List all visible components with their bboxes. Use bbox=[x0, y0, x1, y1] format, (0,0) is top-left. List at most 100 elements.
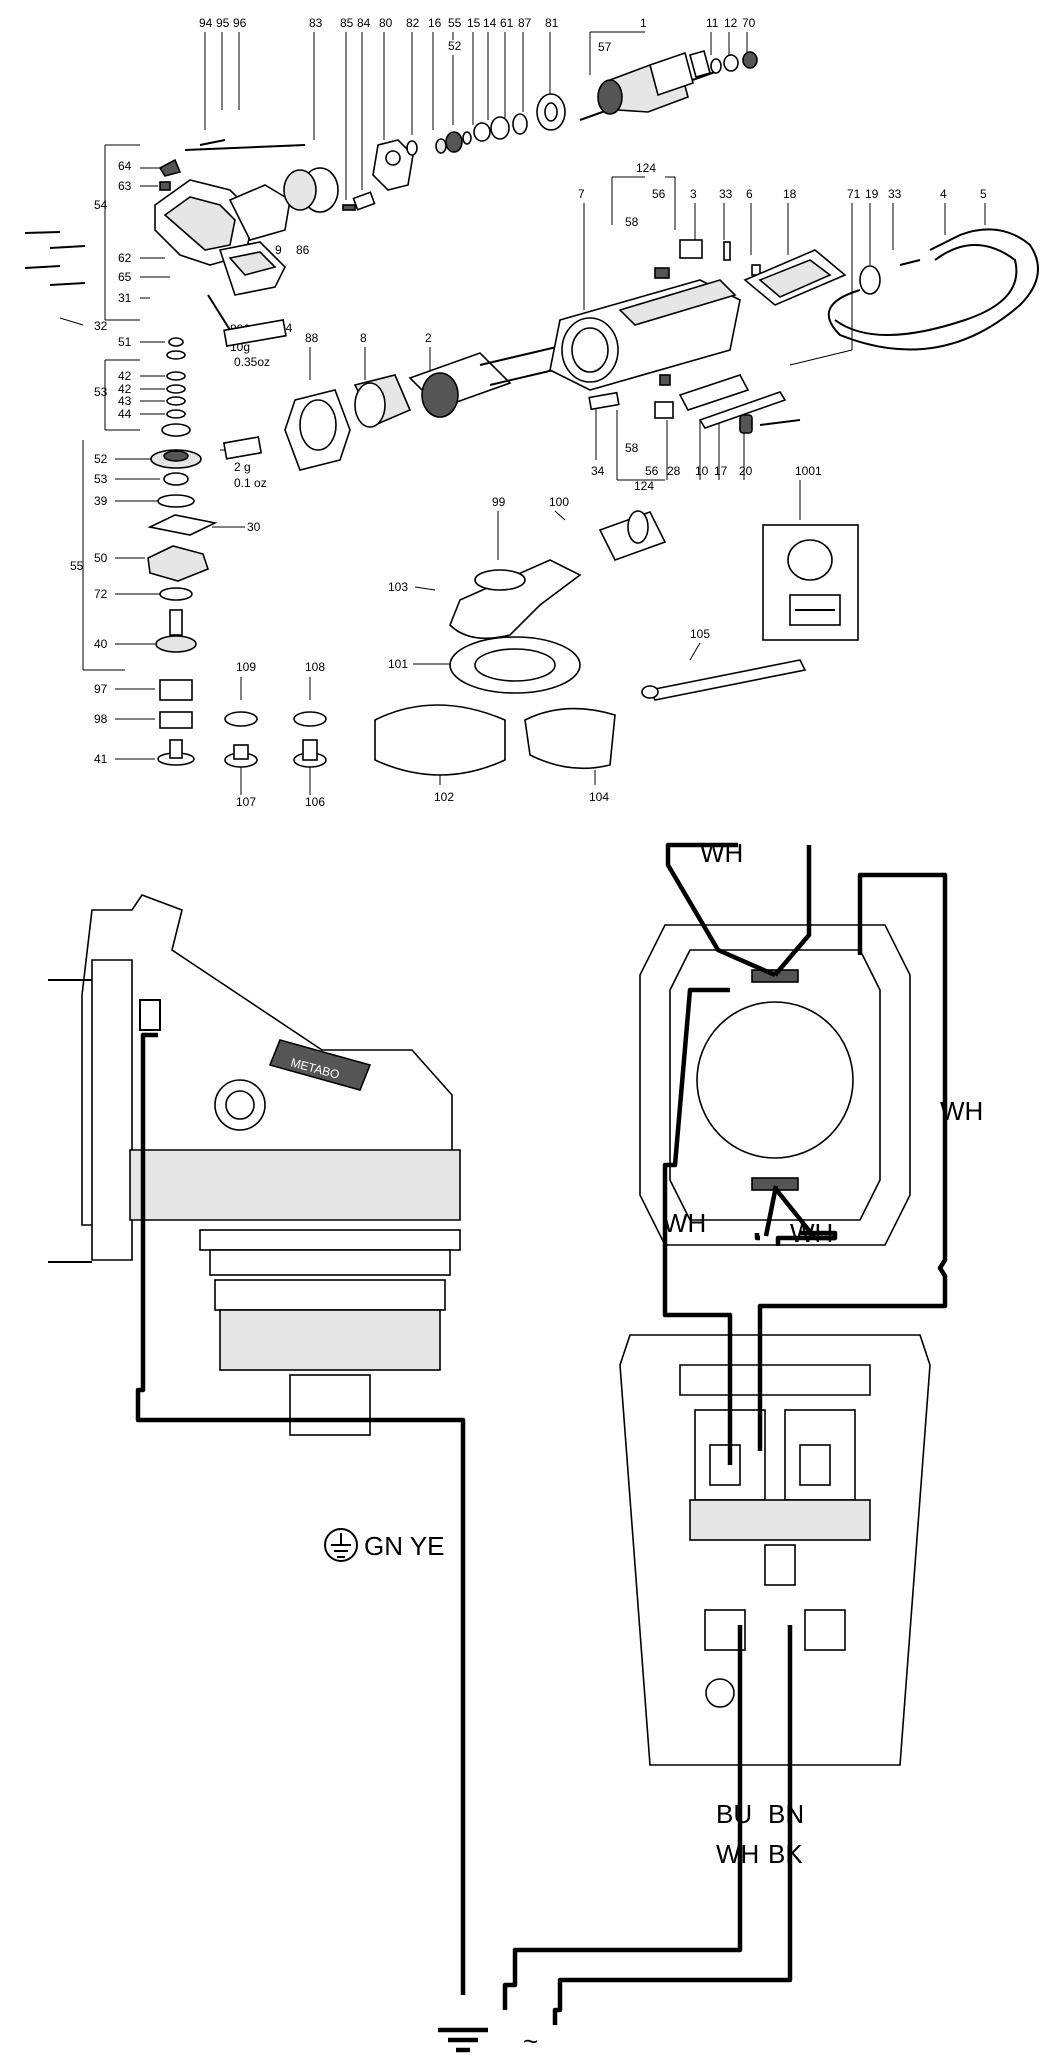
wiring-diagram: METABO bbox=[48, 838, 983, 2056]
callout-53: 53 bbox=[94, 385, 108, 399]
callout-6: 6 bbox=[746, 187, 753, 201]
callout-85: 85 bbox=[340, 16, 354, 30]
callout-1001: 1001 bbox=[795, 464, 822, 478]
callout-11: 11 bbox=[706, 16, 719, 30]
callout-18: 18 bbox=[783, 187, 797, 201]
callout-109: 109 bbox=[236, 660, 256, 674]
callout-4: 4 bbox=[940, 187, 947, 201]
callout-14: 14 bbox=[483, 16, 497, 30]
accessories-group: 99 100 103 101 105 102 104 bbox=[374, 495, 807, 804]
callout-8: 8 bbox=[360, 331, 367, 345]
callout-0.35oz: 0.35oz bbox=[234, 355, 270, 369]
callout-2: 2 bbox=[425, 331, 432, 345]
callout-58: 58 bbox=[625, 215, 639, 229]
armature bbox=[579, 50, 716, 121]
callout-99: 99 bbox=[492, 495, 506, 509]
callout-106: 106 bbox=[305, 795, 325, 809]
callout-100: 100 bbox=[549, 495, 569, 509]
callout-97: 97 bbox=[94, 682, 108, 696]
callout-33b: 33 bbox=[888, 187, 902, 201]
wire-label-mains-right-top: BN bbox=[768, 1799, 804, 1829]
callout-70: 70 bbox=[742, 16, 756, 30]
callout-53b: 53 bbox=[94, 472, 108, 486]
callout-108: 108 bbox=[305, 660, 325, 674]
callout-50: 50 bbox=[94, 551, 108, 565]
callout-55: 55 bbox=[70, 559, 84, 573]
callout-15: 15 bbox=[467, 16, 481, 30]
callout-63: 63 bbox=[118, 179, 132, 193]
callout-43: 43 bbox=[118, 394, 132, 408]
callouts-top: 94 95 96 83 85 84 80 82 16 55 52 15 14 6… bbox=[199, 16, 756, 54]
callout-41: 41 bbox=[94, 752, 108, 766]
wire-label-mains-left-top: BU bbox=[716, 1799, 752, 1829]
top-parts bbox=[184, 50, 758, 213]
callout-57: 57 bbox=[598, 40, 612, 54]
wire-label-ground: GN YE bbox=[364, 1531, 444, 1561]
callout-40: 40 bbox=[94, 637, 108, 651]
leader-lines-top bbox=[204, 31, 748, 200]
callout-28: 28 bbox=[667, 464, 681, 478]
callout-104: 104 bbox=[589, 790, 609, 804]
callout-82: 82 bbox=[406, 16, 420, 30]
callout-19: 19 bbox=[865, 187, 879, 201]
wire-labels: WH WH WH WH GN YE BU WH BN BK ~ bbox=[324, 838, 983, 2056]
gear-head-housing-group: 54 64 63 62 65 31 32 24 9 86 880 10g 0.3… bbox=[24, 144, 317, 369]
protective-earth-icon bbox=[324, 1528, 358, 1562]
callout-7: 7 bbox=[578, 187, 585, 201]
switch-drawing bbox=[619, 1334, 931, 1766]
callout-2g: 2 g bbox=[234, 460, 251, 474]
callout-96: 96 bbox=[233, 16, 247, 30]
callout-12: 12 bbox=[724, 16, 738, 30]
exploded-view: 94 95 96 83 85 84 80 82 16 55 52 15 14 6… bbox=[24, 16, 1039, 809]
callout-34: 34 bbox=[591, 464, 605, 478]
callout-51: 51 bbox=[118, 335, 132, 349]
callout-107: 107 bbox=[236, 795, 256, 809]
wire-label-motor-left: WH bbox=[663, 1208, 706, 1238]
callout-1: 1 bbox=[640, 16, 647, 30]
wire-label-mains-right-bottom: BK bbox=[768, 1839, 803, 1869]
callout-102: 102 bbox=[434, 790, 454, 804]
callout-88: 88 bbox=[305, 331, 319, 345]
motor-housing-group: 124 56 3 33 6 58 7 18 71 19 33 4 5 88 8 … bbox=[284, 161, 1039, 641]
callout-80: 80 bbox=[379, 16, 393, 30]
callout-52: 52 bbox=[94, 452, 108, 466]
callout-64: 64 bbox=[118, 159, 132, 173]
gear-components-column: 51 53 42 42 43 44 52 885 2 g 0.1 oz 53 3… bbox=[70, 335, 327, 809]
brush-kit-box bbox=[762, 524, 859, 641]
stator-drawing bbox=[639, 924, 911, 1246]
callout-54: 54 bbox=[94, 198, 108, 212]
callout-58b: 58 bbox=[625, 441, 639, 455]
wire-label-motor-right: WH bbox=[940, 1096, 983, 1126]
callout-55: 55 bbox=[448, 16, 462, 30]
callout-71: 71 bbox=[847, 187, 861, 201]
callout-124: 124 bbox=[636, 161, 656, 175]
callout-9: 9 bbox=[275, 243, 282, 257]
callout-61: 61 bbox=[500, 16, 514, 30]
wire-label-motor-top: WH bbox=[700, 838, 743, 868]
callout-3: 3 bbox=[690, 187, 697, 201]
callout-84: 84 bbox=[357, 16, 371, 30]
callout-98: 98 bbox=[94, 712, 108, 726]
callout-39: 39 bbox=[94, 494, 108, 508]
callout-17: 17 bbox=[714, 464, 728, 478]
callout-32: 32 bbox=[94, 319, 108, 333]
callout-42b: 42 bbox=[118, 382, 132, 396]
callout-56b: 56 bbox=[645, 464, 659, 478]
wire-label-mains-left-bottom: WH bbox=[716, 1839, 759, 1869]
gear-head-drawing: METABO bbox=[48, 894, 461, 1436]
callout-42: 42 bbox=[118, 369, 132, 383]
callout-0.1oz: 0.1 oz bbox=[234, 476, 267, 490]
callout-72: 72 bbox=[94, 587, 108, 601]
callout-20: 20 bbox=[739, 464, 753, 478]
callout-10: 10 bbox=[695, 464, 709, 478]
ac-symbol: ~ bbox=[523, 2026, 538, 2056]
callout-87: 87 bbox=[518, 16, 532, 30]
callout-33: 33 bbox=[719, 187, 733, 201]
callout-124b: 124 bbox=[634, 479, 654, 493]
wires bbox=[135, 842, 948, 2053]
callout-81: 81 bbox=[545, 16, 559, 30]
callout-94: 94 bbox=[199, 16, 213, 30]
callout-95: 95 bbox=[216, 16, 230, 30]
callout-44: 44 bbox=[118, 407, 132, 421]
